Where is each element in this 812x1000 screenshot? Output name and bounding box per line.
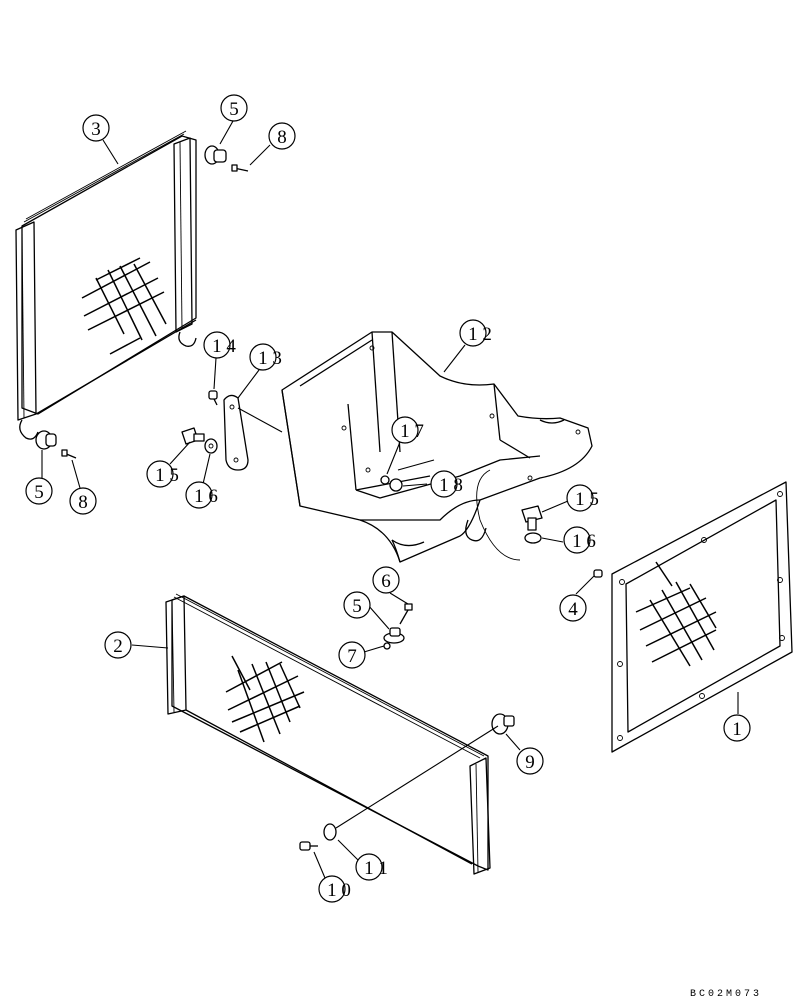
bolt-14 <box>208 390 218 406</box>
washer-16-left <box>204 438 218 454</box>
screw-8-lower <box>61 449 77 459</box>
callout-8-lower: 8 <box>69 487 97 515</box>
svg-text:8: 8 <box>78 492 88 513</box>
callout-16-left: 1 6 <box>185 481 218 509</box>
drawing-code: BC02M073 <box>690 989 762 1000</box>
callout-17: 1 7 <box>391 416 424 444</box>
screw-6 <box>399 603 413 625</box>
callout-15-left: 1 5 <box>146 460 179 488</box>
nut-17 <box>380 475 390 485</box>
callout-14: 1 4 <box>203 331 236 359</box>
svg-text:1 1: 1 1 <box>364 858 388 879</box>
mesh-pattern <box>225 655 305 743</box>
callout-18: 1 8 <box>430 470 463 498</box>
pin-5-upper <box>204 145 227 165</box>
mesh-pattern <box>81 257 167 355</box>
svg-text:1 4: 1 4 <box>212 336 236 357</box>
svg-text:1 0: 1 0 <box>327 880 351 901</box>
svg-text:2: 2 <box>113 636 123 657</box>
bolt-15-left <box>181 427 205 445</box>
callout-2: 2 <box>104 631 132 659</box>
bolt-10 <box>299 841 318 851</box>
svg-text:1 7: 1 7 <box>400 421 424 442</box>
svg-text:8: 8 <box>277 127 287 148</box>
callout-1: 1 <box>723 714 751 742</box>
callout-3: 3 <box>82 114 110 142</box>
callout-5-middle: 5 <box>343 591 371 619</box>
washer-7 <box>383 642 391 650</box>
callout-5-upper: 5 <box>220 94 248 122</box>
mesh-pattern <box>635 561 717 667</box>
washer-16-right <box>524 532 542 544</box>
nut-18 <box>389 478 403 492</box>
callout-7: 7 <box>338 641 366 669</box>
bracket-13 <box>223 394 249 471</box>
svg-text:4: 4 <box>568 599 578 620</box>
svg-text:1: 1 <box>732 719 742 740</box>
svg-text:1 5: 1 5 <box>155 465 179 486</box>
svg-text:1 5: 1 5 <box>575 489 599 510</box>
svg-text:3: 3 <box>91 119 101 140</box>
callout-9: 9 <box>516 747 544 775</box>
callout-15-right: 1 5 <box>566 484 599 512</box>
callout-16-right: 1 6 <box>563 526 596 554</box>
screen-panel-3 <box>15 130 197 440</box>
callout-5-lower: 5 <box>25 477 53 505</box>
svg-text:1 8: 1 8 <box>439 475 463 496</box>
svg-text:1 6: 1 6 <box>572 531 596 552</box>
latch-9 <box>491 713 515 735</box>
svg-text:1 6: 1 6 <box>194 486 218 507</box>
svg-text:1 3: 1 3 <box>258 348 282 369</box>
callout-4: 4 <box>559 594 587 622</box>
svg-text:5: 5 <box>34 482 44 503</box>
callout-13: 1 3 <box>249 343 282 371</box>
svg-text:6: 6 <box>381 571 391 592</box>
svg-text:9: 9 <box>525 752 535 773</box>
callout-11: 1 1 <box>355 853 388 881</box>
pin-5-middle <box>383 627 405 644</box>
svg-text:7: 7 <box>347 646 357 667</box>
leader-lines <box>41 120 739 879</box>
callout-8-upper: 8 <box>268 122 296 150</box>
pin-5-lower <box>35 430 57 450</box>
callout-10: 1 0 <box>318 875 351 903</box>
screen-panel-2 <box>165 593 491 875</box>
svg-text:5: 5 <box>229 99 239 120</box>
tray-12 <box>281 331 593 563</box>
bolt-15-right <box>521 505 543 531</box>
framed-screen-1 <box>611 481 793 753</box>
svg-text:5: 5 <box>352 596 362 617</box>
callout-6: 6 <box>372 566 400 594</box>
washer-11 <box>323 823 337 841</box>
bolt-4 <box>593 569 603 578</box>
screw-8-upper <box>231 164 249 172</box>
svg-text:1 2: 1 2 <box>468 324 492 345</box>
callout-12: 1 2 <box>459 319 492 347</box>
